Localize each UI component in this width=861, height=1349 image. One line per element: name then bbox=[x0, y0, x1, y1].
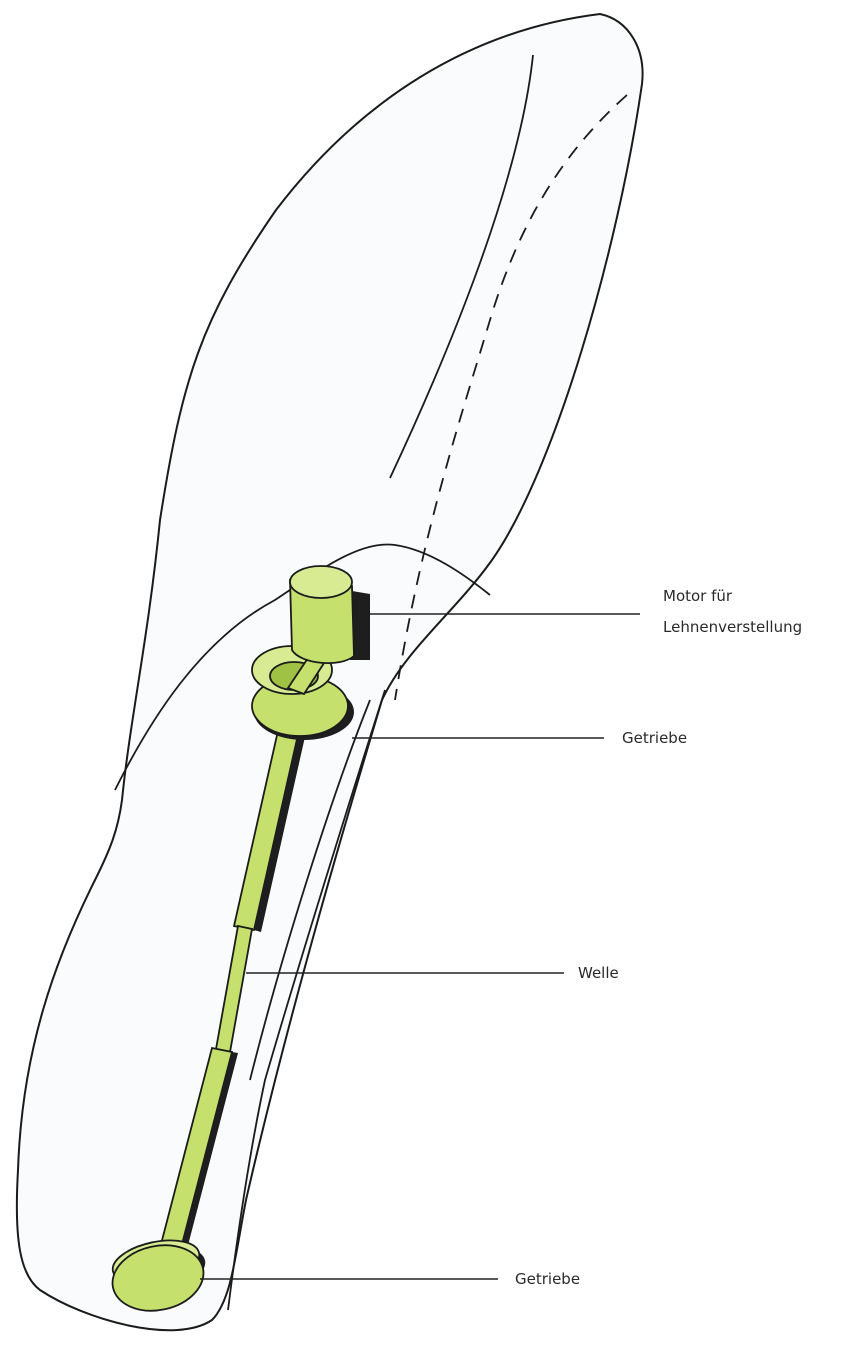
label-motor-line1: Motor für bbox=[663, 587, 733, 605]
label-gear-lower: Getriebe bbox=[515, 1270, 580, 1288]
label-shaft: Welle bbox=[578, 964, 619, 982]
label-gear-upper: Getriebe bbox=[622, 729, 687, 747]
label-motor-line2: Lehnenverstellung bbox=[663, 618, 802, 636]
